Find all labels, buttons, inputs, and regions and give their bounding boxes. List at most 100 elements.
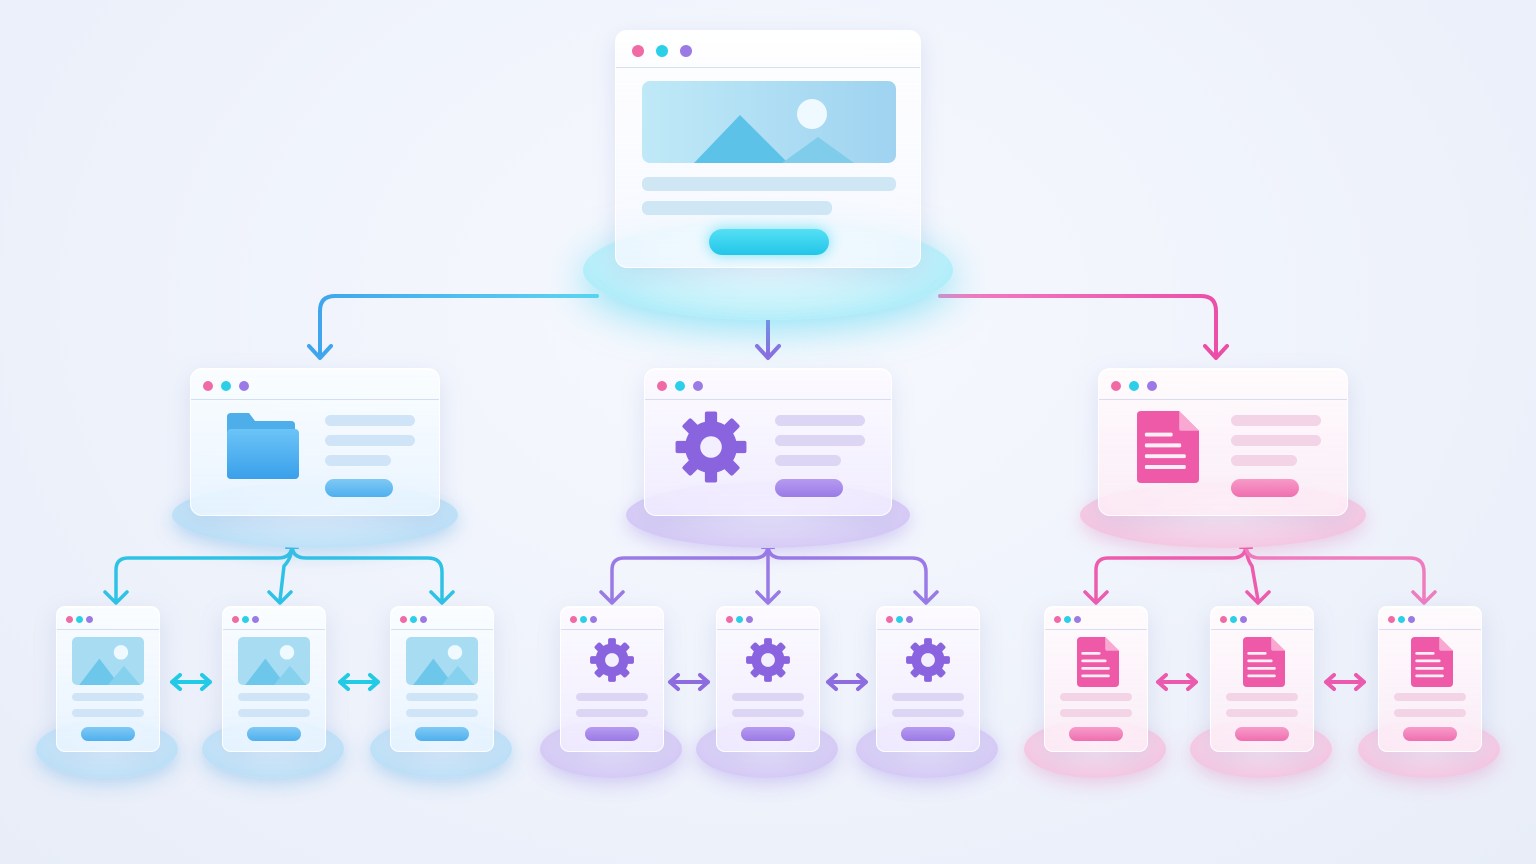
text-line xyxy=(238,709,310,717)
window-dot-cyan xyxy=(656,45,668,57)
leaf-action-button[interactable] xyxy=(1403,727,1457,741)
text-line xyxy=(1394,693,1466,701)
image-icon xyxy=(72,637,144,685)
leaf-window xyxy=(1210,606,1314,752)
settings-page-node[interactable] xyxy=(626,366,912,552)
folder-page-node[interactable] xyxy=(172,366,460,552)
window-dot-cyan xyxy=(675,381,685,391)
window-titlebar xyxy=(191,369,439,400)
leaf-window xyxy=(56,606,160,752)
window-dot-purple xyxy=(746,616,753,623)
window-dot-purple xyxy=(906,616,913,623)
purple-leaf-page-node-1[interactable] xyxy=(540,602,684,782)
image-icon xyxy=(238,637,310,685)
root-action-button[interactable] xyxy=(709,229,829,255)
leaf-action-button[interactable] xyxy=(741,727,795,741)
document-window xyxy=(1098,368,1348,516)
window-dot-purple xyxy=(86,616,93,623)
window-dot-pink xyxy=(1054,616,1061,623)
leaf-action-button[interactable] xyxy=(415,727,469,741)
window-dot-purple xyxy=(590,616,597,623)
window-dot-pink xyxy=(203,381,213,391)
leaf-window xyxy=(1378,606,1482,752)
text-line xyxy=(72,709,144,717)
window-dot-purple xyxy=(239,381,249,391)
leaf-action-button[interactable] xyxy=(247,727,301,741)
document-action-button[interactable] xyxy=(1231,479,1299,497)
window-titlebar xyxy=(57,607,159,630)
text-line xyxy=(1231,455,1297,466)
gear-icon xyxy=(906,638,950,682)
purple-leaf-page-node-2[interactable] xyxy=(696,602,840,782)
leaf-window xyxy=(390,606,494,752)
text-line xyxy=(775,435,865,446)
arrowhead xyxy=(307,344,333,360)
leaf-action-button[interactable] xyxy=(81,727,135,741)
text-line xyxy=(775,455,841,466)
text-line xyxy=(1231,435,1321,446)
leaf-action-button[interactable] xyxy=(1235,727,1289,741)
leaf-window xyxy=(716,606,820,752)
window-titlebar xyxy=(391,607,493,630)
folder-action-button[interactable] xyxy=(325,479,393,497)
leaf-action-button[interactable] xyxy=(585,727,639,741)
window-titlebar xyxy=(877,607,979,630)
text-line xyxy=(642,201,832,215)
leaf-window xyxy=(560,606,664,752)
text-line xyxy=(576,693,648,701)
window-dot-purple xyxy=(1074,616,1081,623)
window-dot-purple xyxy=(1408,616,1415,623)
settings-window xyxy=(644,368,892,516)
connector-root-to-document xyxy=(938,294,1218,358)
window-dot-cyan xyxy=(896,616,903,623)
window-titlebar xyxy=(616,31,920,68)
pink-leaf-page-node-3[interactable] xyxy=(1358,602,1502,782)
window-dot-pink xyxy=(726,616,733,623)
window-titlebar xyxy=(223,607,325,630)
window-dot-pink xyxy=(886,616,893,623)
window-titlebar xyxy=(717,607,819,630)
document-page-node[interactable] xyxy=(1080,366,1368,552)
window-titlebar xyxy=(1379,607,1481,630)
text-line xyxy=(892,693,964,701)
window-dot-pink xyxy=(1388,616,1395,623)
text-line xyxy=(325,415,415,426)
text-line xyxy=(1060,709,1132,717)
arrowhead xyxy=(1203,344,1229,360)
window-titlebar xyxy=(561,607,663,630)
root-window xyxy=(615,30,921,268)
window-dot-purple xyxy=(693,381,703,391)
text-line xyxy=(775,415,865,426)
window-dot-cyan xyxy=(736,616,743,623)
leaf-action-button[interactable] xyxy=(1069,727,1123,741)
purple-leaf-page-node-3[interactable] xyxy=(856,602,1000,782)
window-dot-pink xyxy=(632,45,644,57)
window-dot-cyan xyxy=(1064,616,1071,623)
text-line xyxy=(406,693,478,701)
pink-leaf-page-node-2[interactable] xyxy=(1190,602,1334,782)
window-dot-cyan xyxy=(410,616,417,623)
window-dot-pink xyxy=(66,616,73,623)
arrowhead xyxy=(755,344,781,360)
leaf-window xyxy=(222,606,326,752)
text-line xyxy=(892,709,964,717)
text-line xyxy=(1060,693,1132,701)
connector-root-to-folder xyxy=(318,294,599,358)
document-icon xyxy=(1411,637,1453,687)
leaf-window xyxy=(876,606,980,752)
blue-leaf-page-node-3[interactable] xyxy=(370,602,514,782)
window-dot-purple xyxy=(680,45,692,57)
leaf-action-button[interactable] xyxy=(901,727,955,741)
window-dot-cyan xyxy=(1129,381,1139,391)
window-titlebar xyxy=(1045,607,1147,630)
text-line xyxy=(72,693,144,701)
root-page-node[interactable] xyxy=(580,28,956,328)
blue-leaf-page-node-1[interactable] xyxy=(36,602,180,782)
pink-leaf-page-node-1[interactable] xyxy=(1024,602,1168,782)
blue-leaf-page-node-2[interactable] xyxy=(202,602,346,782)
window-titlebar xyxy=(1099,369,1347,400)
text-line xyxy=(732,693,804,701)
gear-icon xyxy=(675,411,747,483)
settings-action-button[interactable] xyxy=(775,479,843,497)
